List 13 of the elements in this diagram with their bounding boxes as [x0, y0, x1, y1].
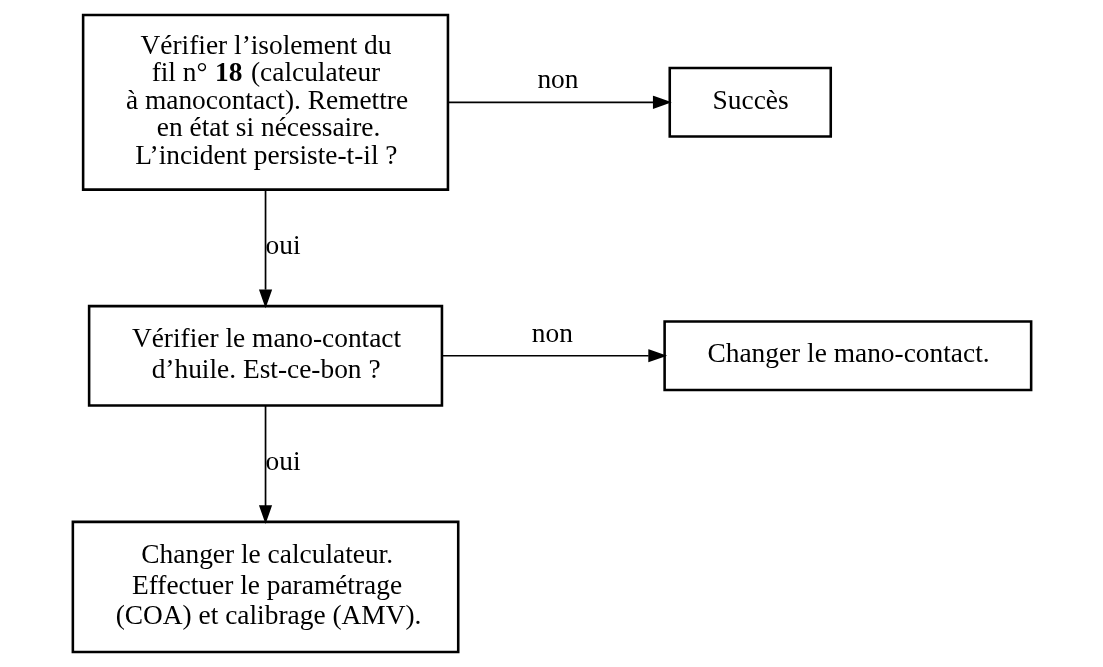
edge-label: non	[531, 317, 573, 348]
node-box: Changer le calculateur. Effectuer le paramétrage (COA) et calibrage (AMV).	[71, 520, 459, 654]
arrow	[258, 404, 272, 525]
edge-label: non	[536, 64, 579, 95]
node-box: Vérifier l’isolement du fil n° 18 (calculateur à manocontact). Remettre en état si nécessaire. L’incident persiste-t-il ?	[81, 13, 449, 191]
node-box: Changer le mano-contact.	[662, 320, 1032, 392]
edge-label: oui	[265, 230, 301, 261]
node-box: Succès	[667, 66, 832, 138]
edge-label: oui	[265, 446, 301, 477]
arrow	[441, 349, 667, 363]
arrow	[258, 189, 272, 309]
node-box: Vérifier le mano-contact d’huile. Est-ce-bon ?	[87, 304, 443, 407]
arrow	[446, 95, 672, 109]
